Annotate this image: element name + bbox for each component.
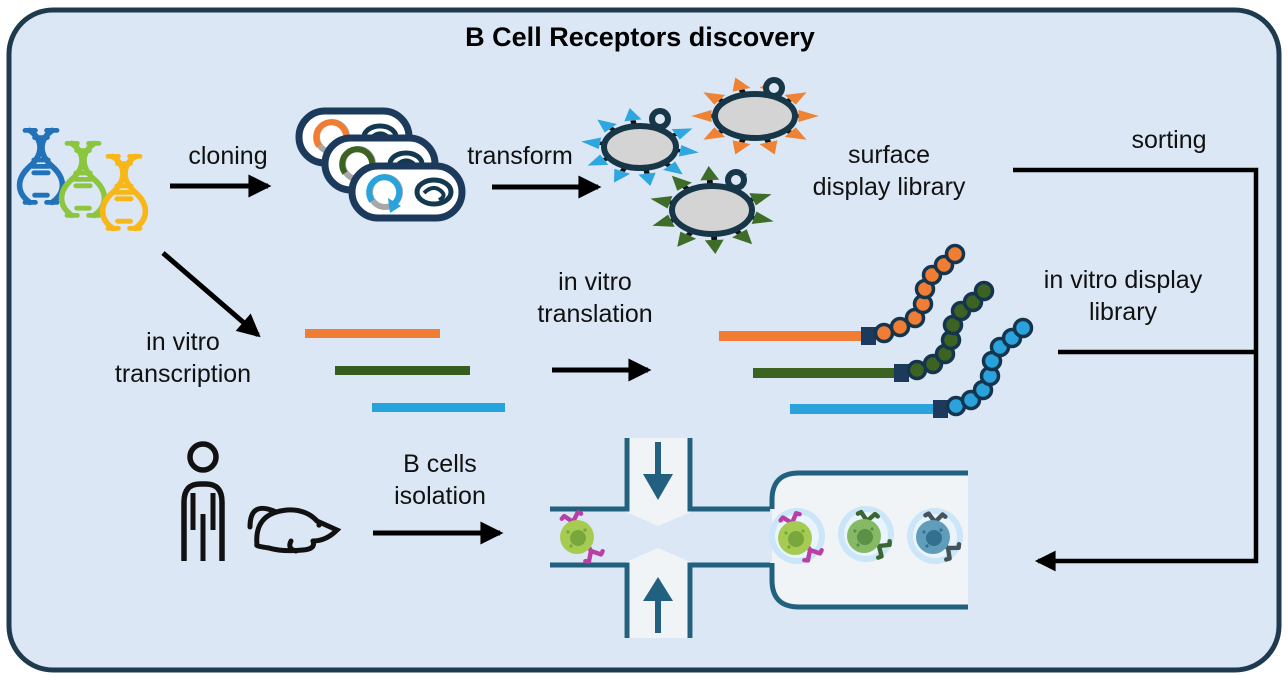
display-bacterium-icon-orange	[691, 76, 819, 157]
label-cloning: cloning	[188, 142, 268, 170]
label-surface-display-line2: display library	[812, 173, 966, 201]
b-cell-icon-droplet-lime	[778, 512, 823, 562]
channel-walls	[550, 438, 968, 638]
sorting-path	[1013, 167, 1259, 572]
page-title: B Cell Receptors discovery	[465, 22, 815, 52]
label-b-cells-isolation: B cells isolation	[360, 448, 520, 512]
label-surface-display-library: surface display library	[789, 139, 989, 203]
label-transcription-line1: in vitro	[146, 328, 220, 356]
mrna-bar-icon-orange	[305, 329, 440, 338]
label-translation-line2: translation	[537, 300, 653, 328]
mrna-bar-icons	[305, 329, 505, 412]
b-cell-icon-channel	[560, 512, 604, 563]
flow-direction-arrows	[643, 442, 673, 633]
label-sorting: sorting	[1131, 126, 1207, 154]
b-cell-icon-droplet-green	[847, 512, 891, 559]
protein-bead-chain-icon-blue	[790, 317, 1034, 418]
label-invitro-display-line2: library	[1088, 298, 1158, 326]
display-bacterium-icon-green	[634, 156, 790, 263]
flow-arrows	[161, 174, 652, 545]
label-surface-display-line1: surface	[848, 141, 930, 169]
label-transform: transform	[467, 142, 573, 170]
display-bacterium-icon-blue	[573, 102, 707, 191]
b-cell-icon-droplet-blue	[916, 513, 961, 560]
label-in-vitro-transcription: in vitro transcription	[93, 326, 273, 390]
mrna-bar-icon-green	[335, 366, 470, 375]
plasmid-cell-icon-blue	[348, 162, 466, 222]
sorting-return-arrow-icon	[1013, 167, 1259, 572]
label-invitro-display-line1: in vitro display	[1043, 266, 1203, 294]
label-translation-line1: in vitro	[558, 268, 632, 296]
label-isolation-line2: isolation	[394, 482, 486, 510]
label-in-vitro-translation: in vitro translation	[505, 266, 685, 330]
mouse-icon	[247, 505, 342, 554]
label-in-vitro-display-library: in vitro display library	[1023, 264, 1223, 328]
protein-bead-chain-icon-orange	[719, 243, 966, 345]
transcription-arrow-icon	[161, 251, 261, 338]
protein-bead-chain-icon-green	[753, 280, 995, 382]
mrna-bar-icon-blue	[372, 403, 505, 412]
label-isolation-line1: B cells	[403, 450, 477, 478]
microfluidic-sorter-icon	[550, 438, 968, 638]
label-transcription-line2: transcription	[114, 360, 252, 388]
human-icon	[181, 441, 225, 561]
